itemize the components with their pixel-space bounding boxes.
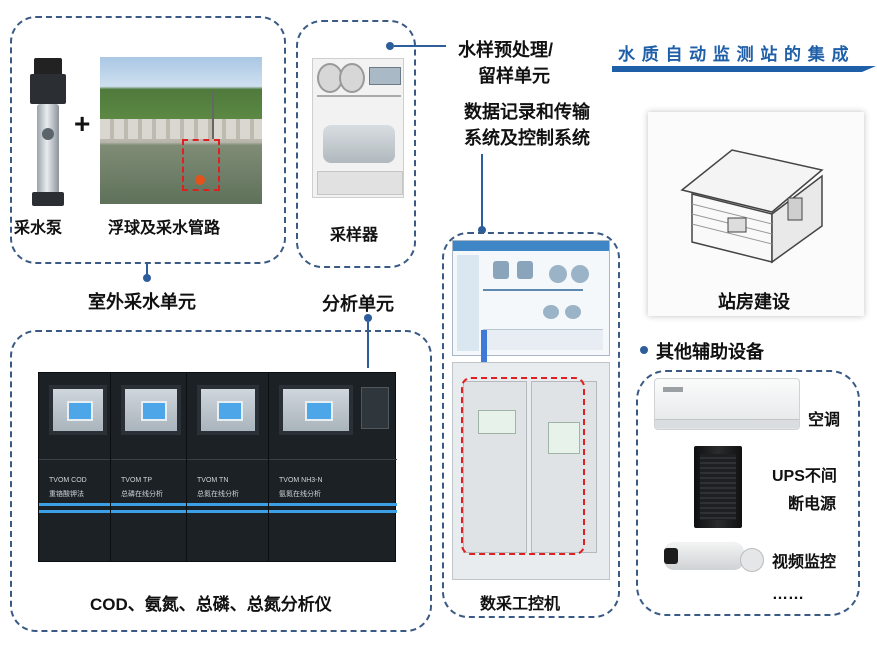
analyzer-icon: TVOM TP 总磷在线分析 [110,372,193,562]
analyzer-subtitle: 总磷在线分析 [121,491,163,498]
ups-label-2: 断电源 [788,496,837,513]
more-label: …… [772,586,804,603]
ipc-label: 数采工控机 [480,596,561,613]
cabinet-icon [452,362,610,580]
data-system-label-2: 系统及控制系统 [464,128,590,148]
outdoor-unit-box [10,16,286,264]
analyzer-subtitle: 总氮在线分析 [197,491,239,498]
pretreatment-label-1: 水样预处理/ [458,40,554,60]
analyzer-icon: TVOM COD 重铬酸钾法 [38,372,119,562]
aircon-label: 空调 [808,412,841,429]
data-system-label-1: 数据记录和传输 [464,102,590,122]
pump-label: 采水泵 [14,220,63,237]
banner-title: 水 质 自 动 监 测 站 的 集 成 [618,45,850,64]
station-house-icon [680,149,824,264]
hmi-screen [452,240,610,356]
connector-line [394,45,446,47]
analyzer-subtitle: 重铬酸钾法 [49,491,84,498]
analyzer-model: TVOM TN [197,477,229,484]
connector-line [146,264,148,278]
sampler-icon [312,58,404,198]
aux-equipment-label: 其他辅助设备 [656,342,764,362]
analysis-unit-label: 分析单元 [322,294,394,314]
analyzer-icon: TVOM TN 总氮在线分析 [186,372,271,562]
cctv-label: 视频监控 [772,554,837,571]
connector-dot [478,226,486,234]
sampler-label: 采样器 [330,227,379,244]
analyzer-subtitle: 氨氮在线分析 [279,491,321,498]
analysis-unit-box [10,330,432,632]
plus-sign: + [74,108,91,139]
station-house-frame: 站房建设 [648,112,864,316]
ups-label-1: UPS不间 [772,468,837,485]
highlight-box [461,377,585,555]
sampler-box [296,20,416,268]
analyzers-label: COD、氨氮、总磷、总氮分析仪 [90,595,332,614]
camera-icon [664,538,768,578]
analyzer-model: TVOM TP [121,477,152,484]
connector-dot [386,42,394,50]
connector-dot [143,274,151,282]
connector-line [481,154,483,230]
outdoor-unit-label: 室外采水单元 [88,292,196,312]
ipc-box [442,232,620,618]
ups-icon [694,446,742,528]
river-photo [100,57,262,204]
analyzer-icon: TVOM NH3-N 氨氮在线分析 [268,372,397,562]
analyzer-model: TVOM COD [49,477,87,484]
highlight-box [182,139,220,191]
connector-line [367,322,369,368]
pump-icon [28,58,68,208]
pretreatment-label-2: 留样单元 [478,66,550,86]
float-pipe-label: 浮球及采水管路 [108,220,221,237]
aircon-icon [654,378,800,430]
connector-dot [640,346,648,354]
analyzer-model: TVOM NH3-N [279,477,323,484]
connector-dot [364,314,372,322]
aux-equipment-box [636,370,860,616]
banner-arrow [612,66,876,72]
station-build-label: 站房建设 [718,292,790,312]
